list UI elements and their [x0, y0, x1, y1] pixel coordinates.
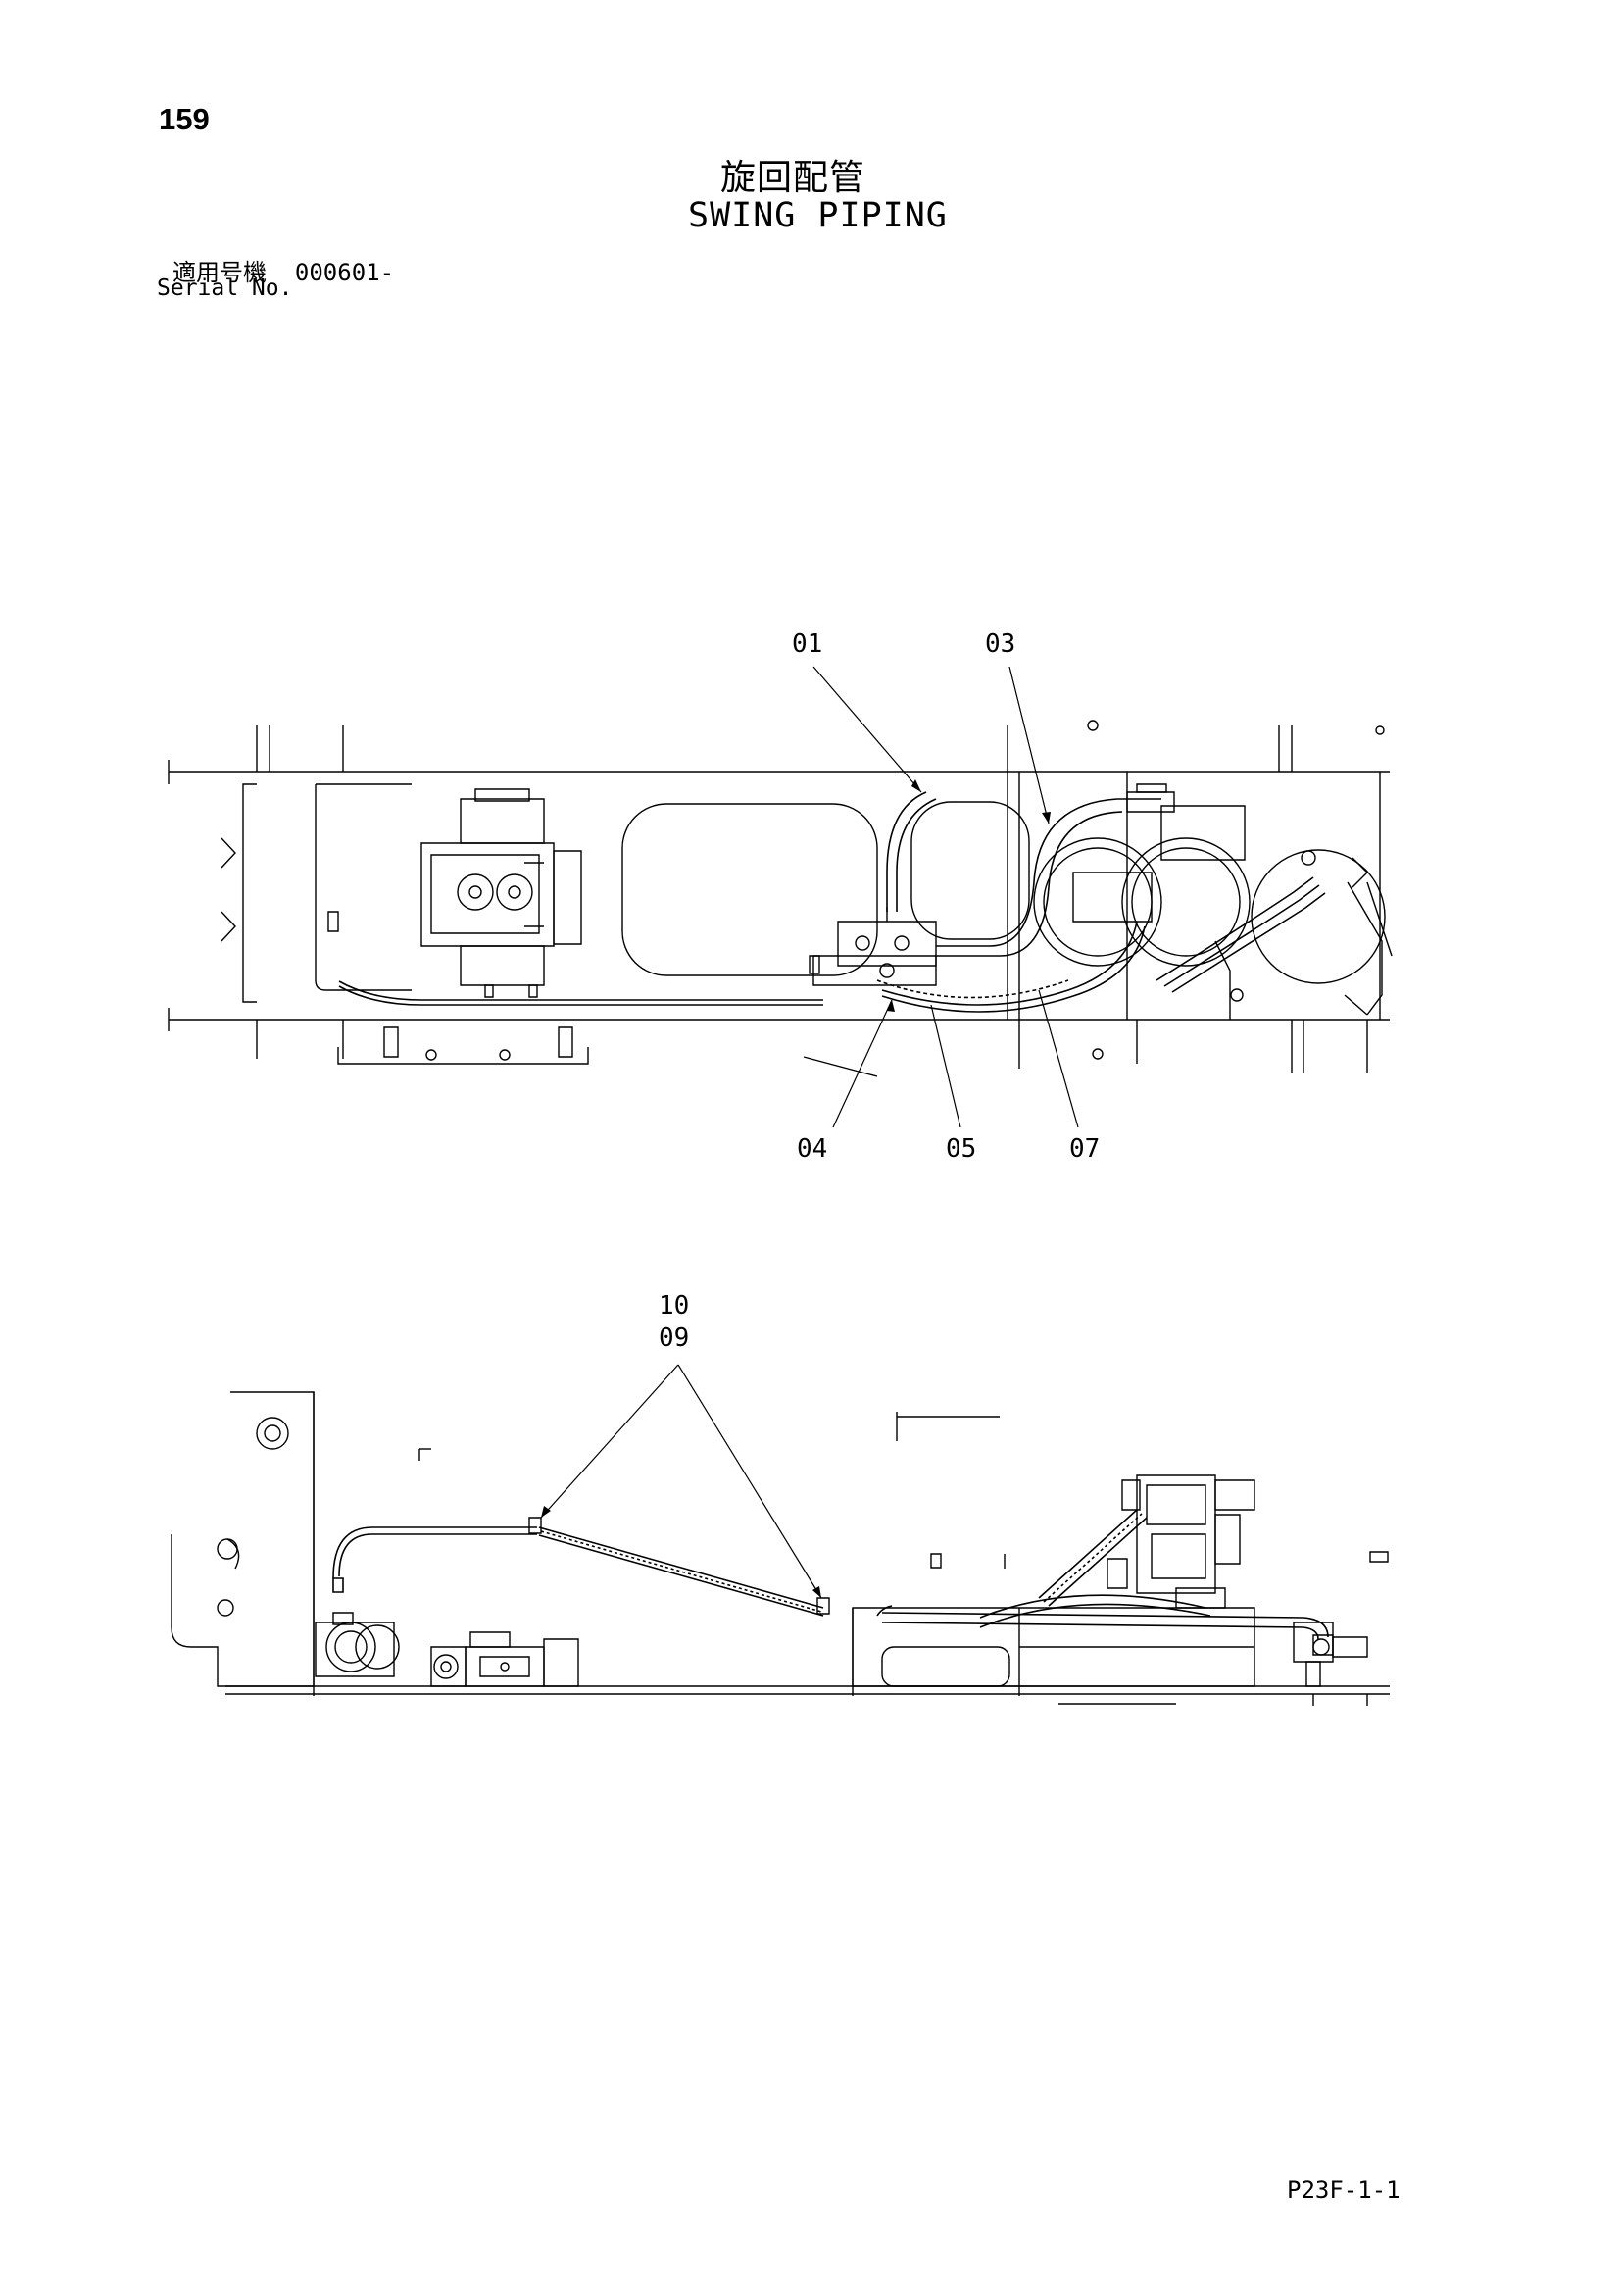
serial-line-japanese: 適用号機 000601- [172, 253, 394, 287]
leader-03 [1009, 667, 1049, 824]
side-view-leaders [541, 1365, 821, 1598]
side-view-left-unit [316, 1613, 578, 1686]
serial-range: 000601- [294, 259, 395, 286]
swing-motor [810, 907, 936, 985]
side-view-hoses [333, 1510, 1328, 1639]
top-view-leaders [813, 667, 1078, 1127]
pump-assembly [1034, 784, 1392, 1020]
callout-05: 05 [946, 1134, 977, 1164]
side-view [172, 1365, 1390, 1706]
serial-label-japanese: 適用号機 [172, 259, 267, 286]
page-number: 159 [159, 102, 210, 136]
title-japanese: 旋回配管 [720, 158, 866, 198]
callout-01: 01 [792, 629, 823, 659]
top-view-frame [169, 721, 1390, 1076]
top-view [169, 667, 1392, 1127]
serial-label-english: Serial No. [157, 275, 293, 301]
drawing-code: P23F-1-1 [1287, 2176, 1401, 2204]
hose-clamps [529, 1518, 829, 1614]
leader-01 [813, 667, 921, 792]
leader-05 [931, 1005, 960, 1127]
leader-04 [833, 1000, 892, 1127]
leader-09-10-b [678, 1365, 821, 1598]
callout-03: 03 [985, 629, 1016, 659]
callout-04: 04 [797, 1134, 828, 1164]
clamp-lower [817, 1598, 829, 1614]
leader-07 [1039, 990, 1078, 1127]
title-english: SWING PIPING [688, 196, 948, 235]
side-view-valve-assembly [1107, 1475, 1367, 1686]
side-view-frame [172, 1392, 1390, 1706]
control-valve [421, 789, 581, 997]
callout-10: 10 [659, 1291, 690, 1321]
callout-07: 07 [1069, 1134, 1101, 1164]
callout-09: 09 [659, 1323, 690, 1353]
top-view-hoses [339, 792, 1325, 1012]
leader-09-10-a [541, 1365, 678, 1518]
clamp-upper [529, 1518, 541, 1533]
